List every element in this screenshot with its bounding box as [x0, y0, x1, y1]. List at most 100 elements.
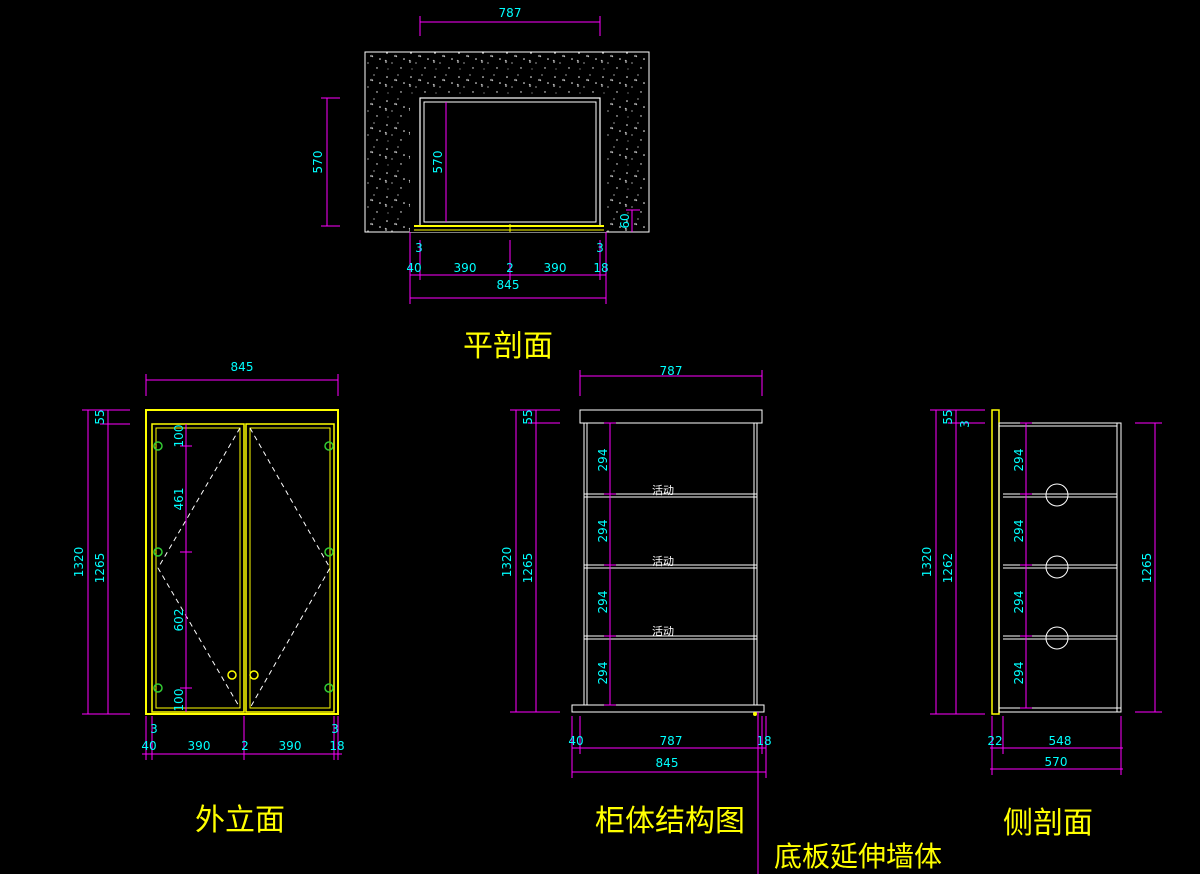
plan-bottom-small-left: 3 — [415, 241, 423, 255]
structure-bottom-total: 845 — [656, 756, 679, 770]
side-right-dim-text: 1265 — [1140, 553, 1154, 584]
front-elevation-title: 外立面 — [195, 803, 285, 838]
structure-top-dimension — [579, 370, 763, 396]
front-left-top: 55 — [93, 409, 107, 424]
cabinet-plan-inner — [423, 101, 597, 223]
front-bottom-18: 18 — [329, 739, 344, 753]
front-bottom-dimensions — [142, 716, 342, 760]
structure-left-outer: 1320 — [500, 547, 514, 578]
side-left-top: 55 — [941, 409, 955, 424]
left-door-swing — [157, 427, 241, 709]
side-shelf-dimensions — [1020, 422, 1032, 709]
right-door-panel — [245, 423, 335, 713]
structure-top-dim-text: 787 — [660, 364, 683, 378]
hinge-icon — [324, 547, 334, 557]
side-section-title: 侧剖面 — [1003, 806, 1093, 841]
hinge-icon — [153, 441, 163, 451]
front-left-inner: 1265 — [93, 553, 107, 584]
callout-text: 底板延伸墙体 — [774, 840, 942, 873]
callout-marker — [753, 712, 757, 716]
plan-right-dimension — [626, 209, 640, 232]
front-top-dimension — [145, 374, 339, 396]
front-inner-602: 602 — [172, 609, 186, 632]
front-bottom-small-left: 3 — [150, 722, 158, 736]
plan-bottom-40: 40 — [406, 261, 421, 275]
structure-bottom-787: 787 — [660, 734, 683, 748]
front-frame — [145, 409, 339, 715]
side-left-inner: 1262 — [941, 553, 955, 584]
hinge-icon — [324, 683, 334, 693]
side-bottom-22: 22 — [987, 734, 1002, 748]
front-top-dim-text: 845 — [231, 360, 254, 374]
front-bottom-small-right: 3 — [331, 722, 339, 736]
shelf-note: 活动 — [652, 625, 674, 638]
side-shelf-dim: 294 — [1012, 662, 1026, 685]
plan-bottom-18: 18 — [593, 261, 608, 275]
front-left-dimensions — [82, 409, 130, 715]
structure-bottom-40: 40 — [568, 734, 583, 748]
structure-shelf-dimensions — [604, 422, 616, 706]
hinge-icon — [153, 683, 163, 693]
left-door-panel — [151, 423, 245, 713]
side-left-outer: 1320 — [920, 547, 934, 578]
handle-icon — [249, 670, 259, 680]
bottom-board — [571, 704, 765, 713]
wall-niche — [410, 98, 606, 232]
structure-bottom-18: 18 — [756, 734, 771, 748]
structure-bottom-dimensions — [571, 716, 767, 778]
plan-bottom-390a: 390 — [454, 261, 477, 275]
side-shelf-dim: 294 — [1012, 449, 1026, 472]
front-bottom-40: 40 — [141, 739, 156, 753]
front-inner-461: 461 — [172, 488, 186, 511]
shelf-note: 活动 — [652, 484, 674, 497]
left-door-inner — [155, 427, 241, 709]
plan-top-dim-text: 787 — [499, 6, 522, 20]
plan-bottom-390b: 390 — [544, 261, 567, 275]
structure-shelf-dim: 294 — [596, 662, 610, 685]
plan-inner-dim-text: 570 — [431, 151, 445, 174]
shelf-hole-icon — [1045, 555, 1069, 579]
shelf-hole-icon — [1045, 626, 1069, 650]
plan-bottom-small-right: 3 — [596, 241, 604, 255]
structure-title: 柜体结构图 — [595, 804, 745, 839]
plan-top-dimension — [419, 16, 601, 36]
structure-shelf-dim: 294 — [596, 520, 610, 543]
plan-left-dimension — [321, 97, 340, 227]
structure-left-inner: 1265 — [521, 553, 535, 584]
cabinet-structure: 活动 活动 活动 787 1320 1265 55 — [500, 364, 942, 874]
side-bottom-total: 570 — [1045, 755, 1068, 769]
structure-left-dimensions — [510, 409, 560, 713]
right-door-inner — [249, 427, 331, 709]
side-right-dimension — [1135, 422, 1162, 713]
plan-left-dim-text: 570 — [311, 151, 325, 174]
structure-shelf-dim: 294 — [596, 591, 610, 614]
plan-section: 787 570 570 60 3 3 40 — [311, 6, 650, 364]
front-inner-dimensions — [180, 424, 192, 712]
plan-bottom-dimensions — [409, 232, 607, 304]
plan-section-title: 平剖面 — [463, 329, 553, 364]
front-bottom-390b: 390 — [279, 739, 302, 753]
plan-right-dim-text: 60 — [618, 213, 632, 228]
front-elevation: 845 1320 1265 55 100 461 602 100 — [72, 360, 345, 838]
right-door-swing — [249, 427, 331, 709]
front-bottom-390a: 390 — [188, 739, 211, 753]
side-shelf-dim: 294 — [1012, 591, 1026, 614]
front-left-outer: 1320 — [72, 547, 86, 578]
front-bottom-2: 2 — [241, 739, 249, 753]
side-bottom-548: 548 — [1049, 734, 1072, 748]
structure-shelf-dim: 294 — [596, 449, 610, 472]
side-carcass — [998, 422, 1122, 713]
shelf-hole-icon — [1045, 483, 1069, 507]
handle-icon — [227, 670, 237, 680]
hinge-icon — [153, 547, 163, 557]
plan-bottom-total: 845 — [497, 278, 520, 292]
plan-bottom-2: 2 — [506, 261, 514, 275]
side-door-panel — [991, 409, 1000, 715]
front-inner-100-top: 100 — [172, 425, 186, 448]
structure-left-top: 55 — [521, 409, 535, 424]
side-shelf-dim: 294 — [1012, 520, 1026, 543]
side-left-dimensions — [930, 409, 985, 715]
shelf-note: 活动 — [652, 555, 674, 568]
top-board — [579, 409, 763, 424]
